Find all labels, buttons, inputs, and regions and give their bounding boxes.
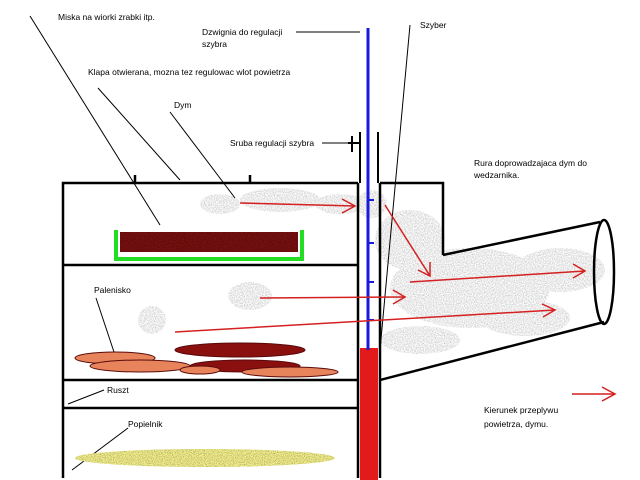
damper-plate — [360, 348, 378, 480]
pipe-lower-edge — [379, 320, 605, 382]
label-miska: Miska na wiorki zrabki itp. — [58, 12, 155, 22]
label-kierunek-2: powietrza, dymu. — [484, 419, 549, 429]
pipe-outlet-opening — [592, 218, 616, 326]
label-dym: Dym — [174, 100, 192, 110]
label-szyber: Szyber — [420, 20, 447, 30]
smoke-cloud — [515, 248, 605, 292]
label-kierunek-1: Kierunek przeplywu — [484, 405, 559, 415]
smoker-body — [61, 175, 616, 478]
leader-popielnik — [71, 427, 129, 471]
label-ruszt: Ruszt — [107, 385, 129, 395]
leader-klapa — [97, 87, 181, 181]
arrow-pipe — [409, 263, 587, 283]
label-palenisko: Palenisko — [94, 285, 131, 295]
leader-ruszt — [67, 389, 105, 405]
label-popielnik: Popielnik — [128, 419, 163, 429]
leader-palenisko — [95, 297, 116, 356]
leader-szyber — [379, 24, 411, 351]
fire-embers — [74, 342, 339, 378]
smoke-cloud — [138, 306, 166, 334]
smoke-clouds — [138, 188, 605, 354]
ember — [179, 365, 221, 375]
label-sruba: Sruba regulacji szybra — [230, 138, 315, 148]
adjustment-screw — [348, 132, 379, 183]
wood-chip-bowl — [114, 230, 304, 261]
leader-miska — [29, 15, 161, 226]
leader-dym — [169, 111, 236, 199]
ember — [89, 359, 191, 373]
label-klapa: Klapa otwierana, mozna tez regulowac wlo… — [88, 67, 291, 77]
flow-arrows — [174, 198, 617, 402]
smoke-cloud — [200, 194, 240, 214]
smoke-cloud — [480, 300, 570, 336]
smoke-cloud — [315, 194, 365, 214]
ember — [241, 366, 339, 378]
ember — [174, 342, 306, 358]
arrow-smoke-top — [239, 198, 357, 214]
arrow-firebox-long — [174, 303, 557, 333]
smoke-cloud — [228, 282, 272, 310]
smoke-cloud — [380, 326, 460, 354]
damper-housing-top — [380, 181, 445, 255]
label-dzwignia-1: Dzwignia do regulacji — [202, 27, 283, 37]
label-dzwignia-2: szybra — [202, 39, 228, 49]
ash-pile — [75, 449, 335, 467]
arrow-smoke-diagonal — [384, 204, 431, 278]
arrow-firebox-mid — [259, 289, 407, 305]
label-rura-1: Rura doprowadzajaca dym do — [474, 158, 587, 168]
damper-lever — [366, 28, 374, 350]
label-rura-2: wedzarnika. — [474, 170, 520, 180]
pipe-upper-edge — [442, 220, 601, 257]
smoke-cloud — [240, 188, 320, 212]
smoke-cloud — [357, 190, 387, 218]
arrow-legend — [572, 386, 617, 402]
